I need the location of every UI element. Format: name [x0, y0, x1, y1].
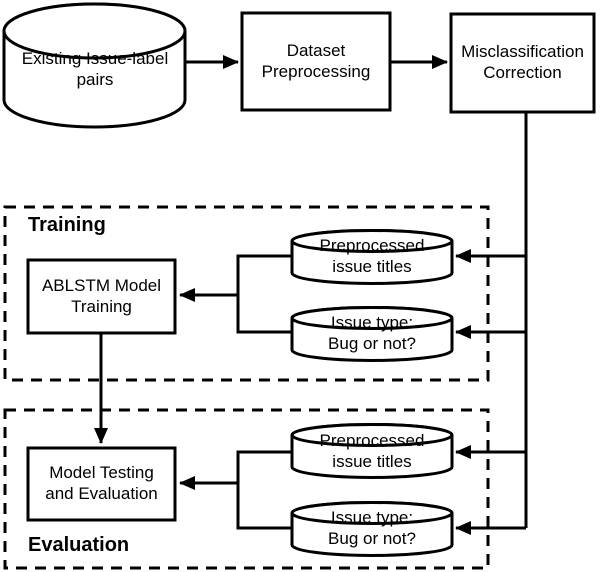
misclassification-correction-box	[451, 14, 594, 112]
existing-pairs-cylinder	[4, 4, 185, 127]
ablstm-training-box	[28, 260, 175, 333]
training-titles-cylinder	[292, 231, 452, 284]
evaluation-group-border	[5, 410, 488, 568]
training-bracket-line	[238, 256, 292, 332]
evaluation-bracket-line	[238, 452, 292, 528]
training-issue-type-cylinder	[292, 308, 452, 361]
training-group-border	[5, 207, 488, 380]
eval-issue-type-cylinder	[292, 503, 452, 556]
dataset-preprocessing-box	[242, 13, 390, 110]
eval-titles-cylinder	[292, 425, 452, 478]
model-testing-box	[28, 448, 175, 520]
